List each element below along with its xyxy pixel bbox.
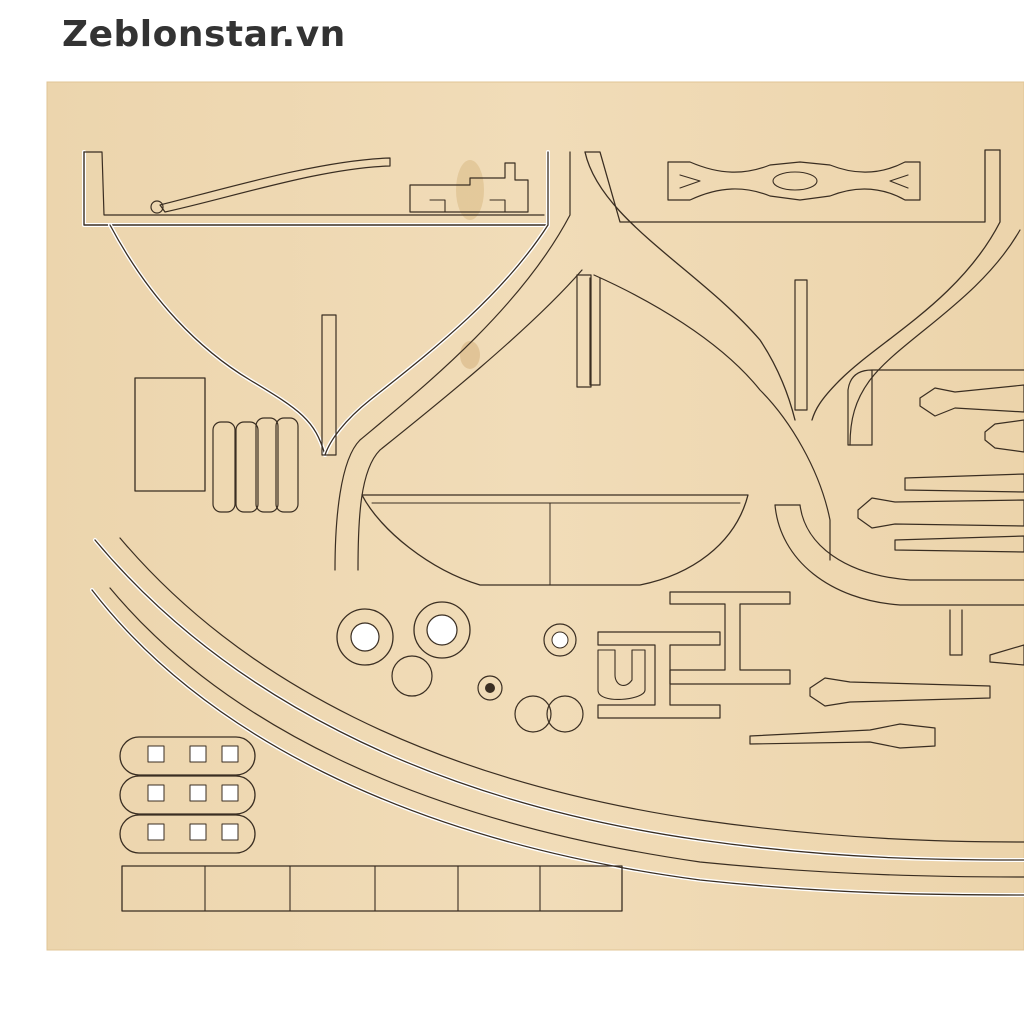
washer-pieces — [336, 601, 584, 733]
hull-frame-right — [584, 149, 1021, 561]
grating-pieces — [119, 736, 256, 854]
hull-frame-left — [82, 150, 583, 571]
burn-mark — [460, 341, 480, 369]
keel-strip-piece — [90, 537, 1024, 897]
chain-link-piece — [667, 161, 921, 201]
stick-piece — [576, 274, 592, 388]
cannon-pieces — [749, 384, 1024, 749]
store-watermark: Zeblonstar.vn — [62, 14, 346, 55]
bracket-piece — [409, 162, 529, 213]
stick-piece — [321, 314, 337, 456]
wood-board — [46, 81, 1024, 951]
plank-row-piece — [121, 865, 623, 912]
stem-piece — [774, 369, 1024, 666]
burn-mark — [456, 160, 484, 220]
plate-piece — [134, 377, 206, 492]
t-bracket-pieces — [597, 591, 791, 719]
boat-hull-piece — [361, 494, 749, 586]
oar-piece — [150, 157, 391, 214]
slats-piece — [212, 417, 299, 513]
